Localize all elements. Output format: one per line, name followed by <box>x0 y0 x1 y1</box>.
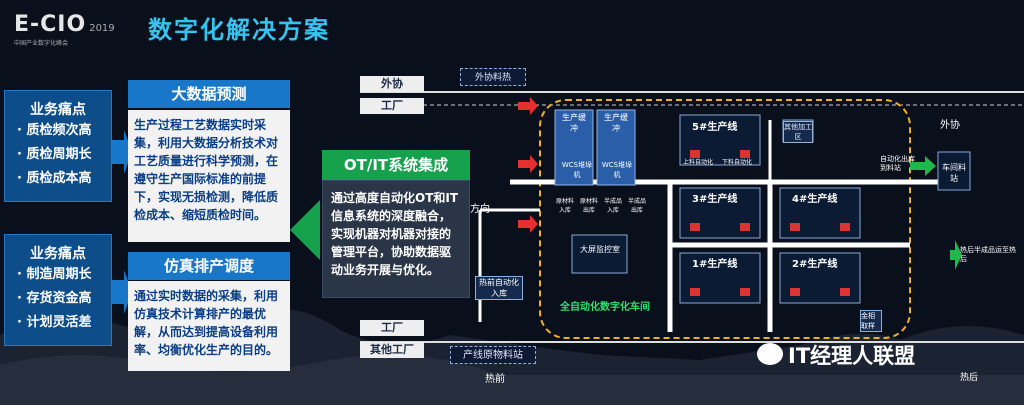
label-direction: 方向 <box>470 204 490 215</box>
otit-body: 通过高度自动化OT和IT信息系统的深度融合，实现机器对机器对接的管理平台，协助数… <box>322 180 470 298</box>
label-raw-station: 产线原物料站 <box>450 346 536 364</box>
label-other-factory: 其他工厂 <box>360 342 424 358</box>
label-reheat-semi: 热后半成品运至热后 <box>960 246 1016 263</box>
label-waixie-left: 外协 <box>360 76 424 92</box>
pain-item: · 计划灵活差 <box>17 315 92 330</box>
pain-item: · 存货资金高 <box>17 291 92 306</box>
pain-box-1: 业务痛点 · 质检频次高 · 质检周期长 · 质检成本高 <box>4 90 112 202</box>
label-buffer-2: 生产缓冲 <box>604 113 628 133</box>
pain-arrows <box>112 130 132 314</box>
label-waixie-right: 外协 <box>940 120 960 131</box>
bigdata-body: 生产过程工艺数据实时采集，利用大数据分析技术对工艺质量进行科学预测，在遵守生产国… <box>128 110 290 242</box>
label-other-area: 其他加工区 <box>783 121 813 143</box>
pain-item: · 质检频次高 <box>17 123 92 138</box>
label-workshop-station: 车间料站 <box>942 163 966 183</box>
label-auto-out: 自动化出库到料站 <box>880 155 915 172</box>
label-stock-2: 半成品入库 <box>603 198 622 214</box>
label-preheat: 热前 <box>485 374 505 385</box>
label-unload: 下料自动化 <box>722 159 753 166</box>
logo-year: 2019 <box>89 23 115 34</box>
label-monitor-room: 大屏监控室 <box>580 245 620 254</box>
label-stock-3: 半成品出库 <box>627 198 646 214</box>
label-digital-workshop: 全自动化数字化车间 <box>560 302 650 313</box>
label-load: 上料自动化 <box>683 159 714 166</box>
logo-subtitle: 中国产业数字化峰会 <box>14 40 69 47</box>
label-wcs-1: WCS堆垛机 <box>561 161 593 179</box>
watermark: IT经理人联盟 <box>788 344 916 368</box>
label-wcs-2: WCS堆垛机 <box>601 161 633 179</box>
label-postheat: 热后 <box>960 373 979 383</box>
simulation-header: 仿真排产调度 <box>128 252 290 280</box>
factory-diagram <box>360 91 1024 343</box>
label-waixie-heat: 外协料热 <box>460 68 526 86</box>
otit-pointer <box>290 200 320 260</box>
label-line-5: 5#生产线 <box>692 122 738 133</box>
label-stock-0: 原材料入库 <box>555 198 574 214</box>
label-line-1: 1#生产线 <box>692 259 738 270</box>
pain-title-2: 业务痛点 <box>30 246 86 262</box>
label-stock-1: 原材料出库 <box>579 198 598 214</box>
label-buffer-1: 生产缓冲 <box>562 113 586 133</box>
logo-main: E-CIO <box>14 12 87 37</box>
wechat-icon <box>757 343 783 365</box>
pain-item: · 制造周期长 <box>17 267 92 282</box>
label-factory-bottom: 工厂 <box>360 320 424 336</box>
label-line-2: 2#生产线 <box>792 259 838 270</box>
label-line-4: 4#生产线 <box>792 194 838 205</box>
pain-box-2: 业务痛点 · 制造周期长 · 存货资金高 · 计划灵活差 <box>4 234 112 346</box>
label-metallography: 金相取样 <box>860 310 882 332</box>
pain-title-1: 业务痛点 <box>30 102 86 118</box>
otit-header: OT/IT系统集成 <box>322 150 470 180</box>
label-heat-in: 热前自动化入库 <box>475 276 523 300</box>
label-factory-top: 工厂 <box>360 98 424 114</box>
label-line-3: 3#生产线 <box>692 194 738 205</box>
page-title: 数字化解决方案 <box>148 16 330 44</box>
pain-item: · 质检周期长 <box>17 147 92 162</box>
simulation-body: 通过实时数据的采集，利用仿真技术计算排产的最优解，从而达到提高设备利用率、均衡优… <box>128 281 290 371</box>
pain-item: · 质检成本高 <box>17 171 92 186</box>
bigdata-header: 大数据预测 <box>128 80 290 108</box>
